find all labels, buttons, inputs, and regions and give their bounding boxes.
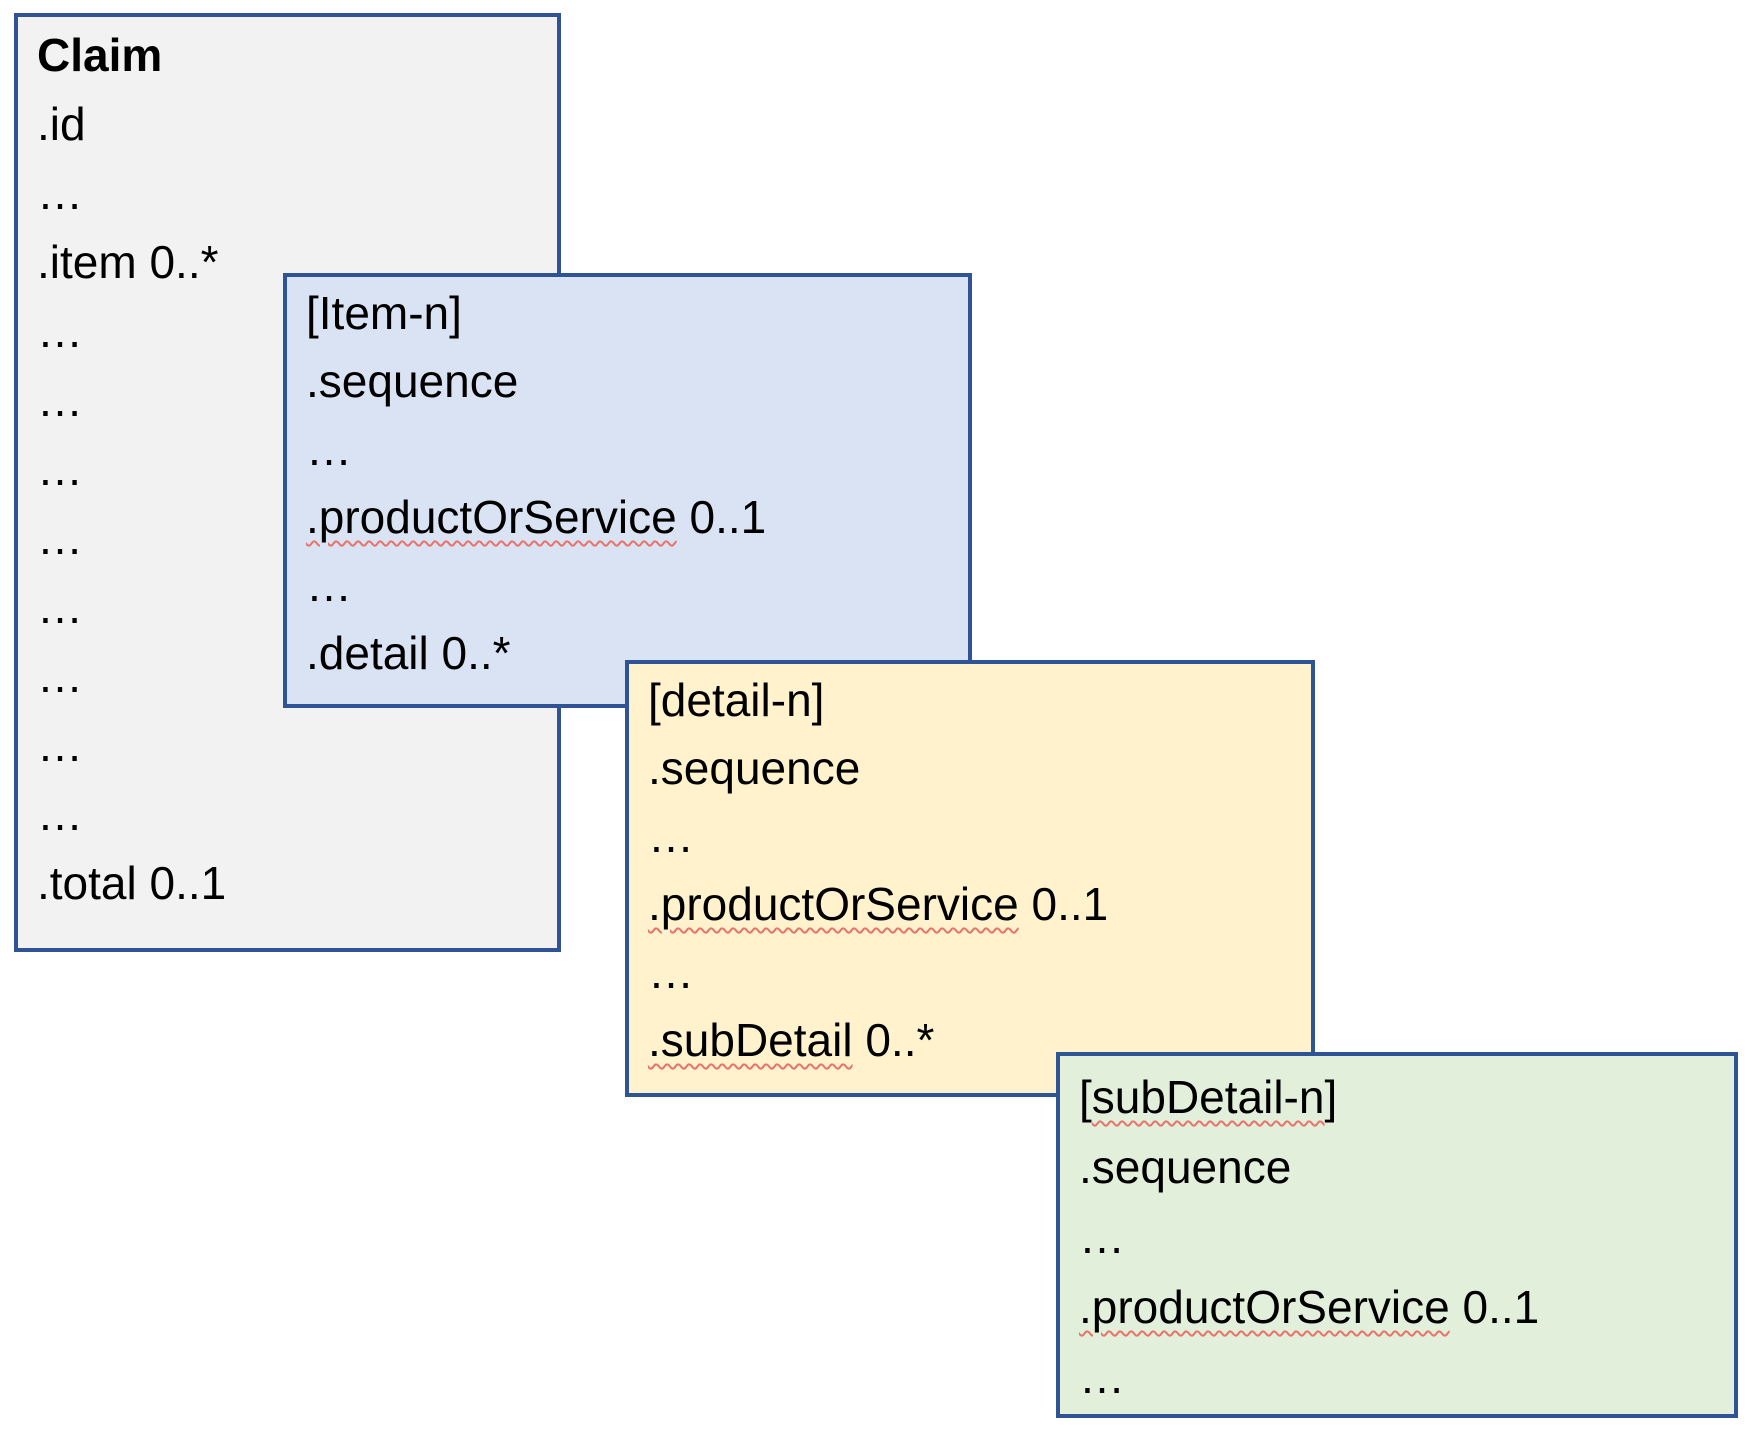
text: … xyxy=(37,581,83,633)
field-line-productorservice: .productOrService 0..1 xyxy=(1079,1272,1734,1342)
field-line-id: .id xyxy=(37,90,557,159)
text: … xyxy=(1079,1211,1125,1263)
detail-box: [detail-n] .sequence … .productOrService… xyxy=(625,660,1315,1097)
text: … xyxy=(648,810,694,862)
text-prefix: [ xyxy=(1079,1071,1092,1123)
field-line-productorservice: .productOrService 0..1 xyxy=(648,870,1311,938)
text: .sequence xyxy=(648,742,861,794)
field-line-sequence: .sequence xyxy=(1079,1132,1734,1202)
text: … xyxy=(37,512,83,564)
text: .total 0..1 xyxy=(37,857,227,909)
field-line-sequence: .sequence xyxy=(648,734,1311,802)
text: … xyxy=(37,443,83,495)
text: 0..1 xyxy=(1018,878,1109,930)
text: … xyxy=(1079,1351,1125,1403)
text-misspelled: .subDetail xyxy=(648,1014,853,1066)
ellipsis-line: … xyxy=(37,435,557,504)
item-box: [Item-n] .sequence … .productOrService 0… xyxy=(283,273,972,708)
text: … xyxy=(37,305,83,357)
text: … xyxy=(37,788,83,840)
field-line-subdetail: .subDetail 0..* xyxy=(648,1006,1311,1074)
text: Claim xyxy=(37,29,163,81)
text: [detail-n] xyxy=(648,674,825,726)
ellipsis-line: … xyxy=(37,504,557,573)
text: … xyxy=(306,559,352,611)
ellipsis-line: … xyxy=(648,802,1311,870)
field-line-productorservice: .productOrService 0..1 xyxy=(306,483,968,551)
text: … xyxy=(37,719,83,771)
ellipsis-line: … xyxy=(37,642,557,711)
ellipsis-line: … xyxy=(1079,1202,1734,1272)
text: .detail 0..* xyxy=(306,627,511,679)
subdetail-box: [subDetail-n] .sequence … .productOrServ… xyxy=(1056,1052,1738,1418)
text-misspelled: .productOrService xyxy=(306,491,677,543)
ellipsis-line: … xyxy=(306,415,968,483)
text-misspelled: subDetail-n xyxy=(1091,1071,1325,1123)
field-line-sequence: .sequence xyxy=(306,347,968,415)
text: .sequence xyxy=(306,355,519,407)
text: [Item-n] xyxy=(306,287,462,339)
ellipsis-line: … xyxy=(37,711,557,780)
ellipsis-line: … xyxy=(37,366,557,435)
text: … xyxy=(37,374,83,426)
ellipsis-line: … xyxy=(37,159,557,228)
claim-title: Claim xyxy=(37,21,557,90)
field-line-item: .item 0..* xyxy=(37,228,557,297)
text: .item 0..* xyxy=(37,236,219,288)
ellipsis-line: … xyxy=(37,297,557,366)
text: 0..1 xyxy=(1449,1281,1540,1333)
ellipsis-line: … xyxy=(648,938,1311,1006)
item-title: [Item-n] xyxy=(306,279,968,347)
text: … xyxy=(306,423,352,475)
text: 0..1 xyxy=(676,491,767,543)
ellipsis-line: … xyxy=(1079,1342,1734,1412)
text: … xyxy=(37,650,83,702)
ellipsis-line: … xyxy=(306,551,968,619)
ellipsis-line: … xyxy=(37,573,557,642)
detail-title: [detail-n] xyxy=(648,666,1311,734)
text: 0..* xyxy=(852,1014,935,1066)
field-line-detail: .detail 0..* xyxy=(306,619,968,687)
text: .id xyxy=(37,98,86,150)
text: .sequence xyxy=(1079,1141,1292,1193)
text-misspelled: .productOrService xyxy=(1079,1281,1450,1333)
field-line-total: .total 0..1 xyxy=(37,849,557,918)
text: … xyxy=(648,946,694,998)
text-misspelled: .productOrService xyxy=(648,878,1019,930)
ellipsis-line: … xyxy=(37,780,557,849)
subdetail-title: [subDetail-n] xyxy=(1079,1062,1734,1132)
text: ] xyxy=(1324,1071,1338,1123)
text: … xyxy=(37,167,83,219)
